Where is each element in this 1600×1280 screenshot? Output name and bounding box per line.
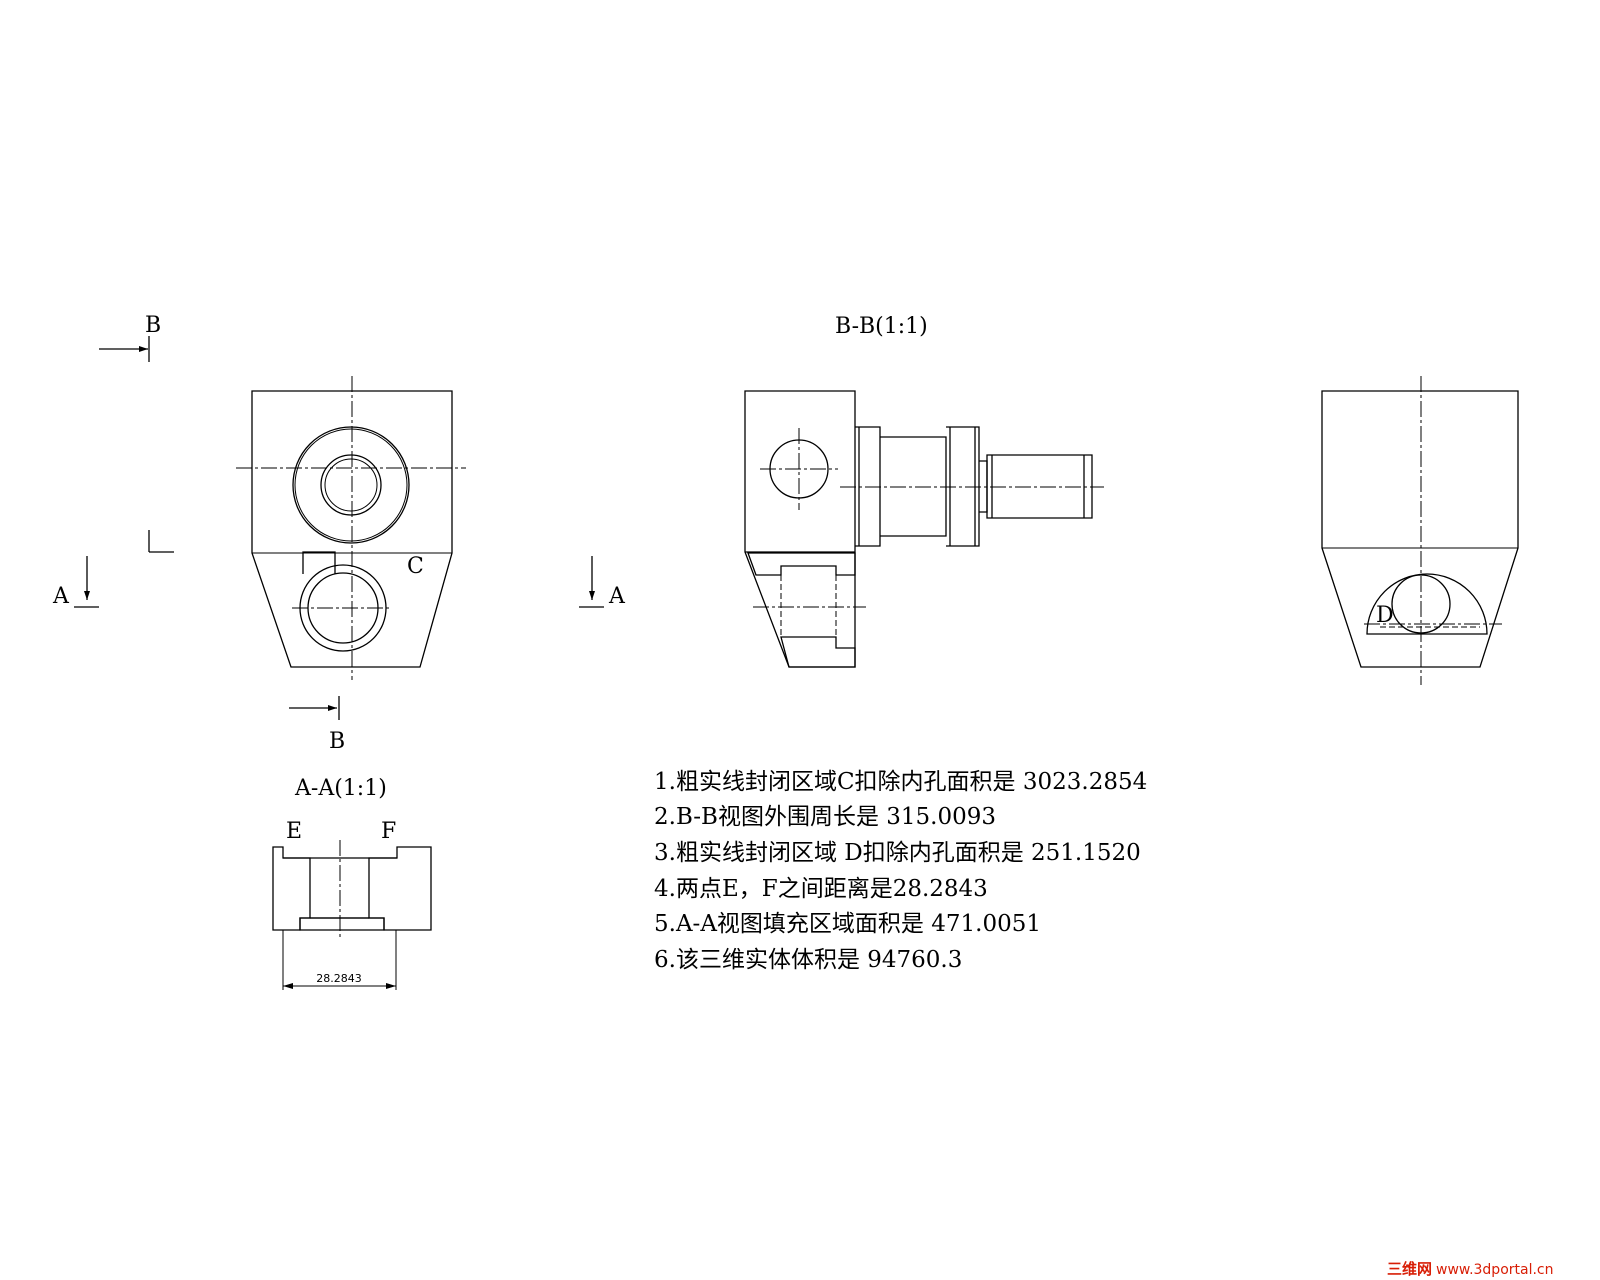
label-b-bottom: B bbox=[329, 729, 345, 754]
note-4: 4.两点E，F之间距离是28.2843 bbox=[654, 876, 988, 902]
label-a-left: A bbox=[52, 584, 70, 609]
note-1: 1.粗实线封闭区域C扣除内孔面积是 3023.2854 bbox=[654, 769, 1147, 795]
label-point-e: E bbox=[286, 819, 302, 844]
dimension-ef-text: 28.2843 bbox=[316, 972, 362, 985]
watermark: 三维网 www.3dportal.cn bbox=[1387, 1260, 1554, 1278]
title-view-bb: B-B(1:1) bbox=[835, 314, 928, 339]
section-line-a-left bbox=[74, 556, 99, 608]
label-region-c: C bbox=[407, 554, 424, 579]
note-6: 6.该三维实体体积是 94760.3 bbox=[654, 947, 962, 973]
section-view-bb bbox=[744, 390, 1104, 668]
notes-block: 1.粗实线封闭区域C扣除内孔面积是 3023.2854 2.B-B视图外围周长是… bbox=[654, 769, 1147, 973]
note-3: 3.粗实线封闭区域 D扣除内孔面积是 251.1520 bbox=[654, 840, 1141, 866]
front-view bbox=[236, 376, 466, 680]
section-line-a-mid bbox=[579, 556, 604, 608]
section-line-b bbox=[99, 336, 340, 720]
side-view bbox=[1321, 376, 1519, 685]
note-5: 5.A-A视图填充区域面积是 471.0051 bbox=[654, 911, 1041, 937]
label-a-mid: A bbox=[608, 584, 626, 609]
section-view-aa bbox=[272, 840, 432, 990]
watermark-url: www.3dportal.cn bbox=[1436, 1262, 1554, 1278]
title-view-aa: A-A(1:1) bbox=[294, 776, 387, 801]
label-b-top: B bbox=[145, 313, 161, 338]
note-2: 2.B-B视图外围周长是 315.0093 bbox=[654, 804, 996, 830]
label-point-f: F bbox=[381, 819, 396, 844]
label-region-d: D bbox=[1376, 603, 1394, 628]
watermark-brand: 三维网 bbox=[1387, 1260, 1432, 1278]
